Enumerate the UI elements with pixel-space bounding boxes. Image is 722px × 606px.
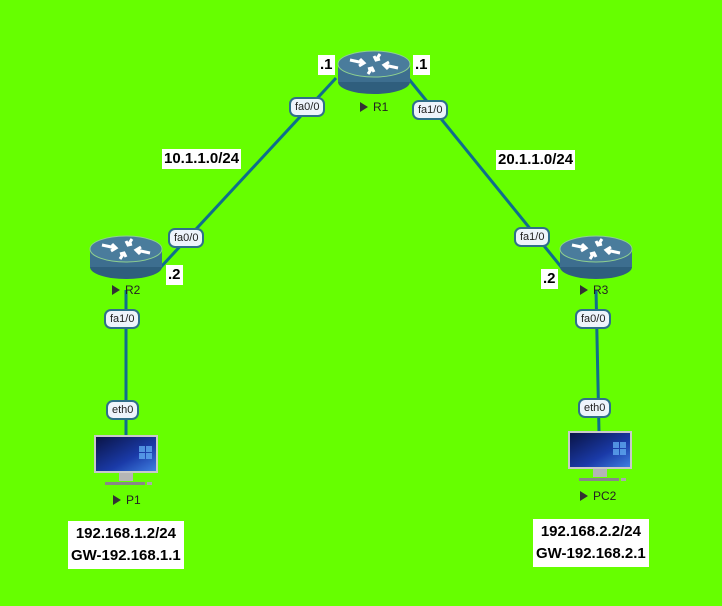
node-label-r3: R3	[580, 283, 608, 297]
network-label-right: 20.1.1.0/24	[496, 150, 576, 170]
iface-pc2-eth0[interactable]: eth0	[578, 398, 612, 418]
router-icon	[559, 235, 633, 279]
iface-p1-eth0[interactable]: eth0	[106, 400, 140, 420]
node-label-r2: R2	[112, 283, 140, 297]
iface-r3-fa1-0[interactable]: fa1/0	[514, 227, 551, 247]
host-gateway-pc2: GW-192.168.2.1	[536, 545, 646, 562]
play-icon	[580, 491, 588, 501]
network-label-left: 10.1.1.0/24	[162, 149, 242, 169]
play-icon	[112, 285, 120, 295]
router-icon	[337, 50, 411, 94]
iface-r1-fa1-0[interactable]: fa1/0	[412, 100, 449, 120]
play-icon	[113, 495, 121, 505]
host-tag-r2: .2	[166, 265, 183, 285]
node-label-r1: R1	[360, 100, 388, 114]
host-ip-pc2: 192.168.2.2/24	[540, 523, 641, 540]
pc-icon	[94, 435, 158, 485]
host-tag-r1-right: .1	[413, 55, 430, 75]
host-tag-r1-left: .1	[318, 55, 335, 75]
play-icon	[580, 285, 588, 295]
host-config-p1: 192.168.1.2/24 GW-192.168.1.1	[68, 521, 184, 569]
node-label-p1: P1	[113, 493, 141, 507]
pc-icon	[568, 431, 632, 481]
router-icon	[89, 235, 163, 279]
host-tag-r3: .2	[541, 269, 558, 289]
host-ip-p1: 192.168.1.2/24	[75, 525, 176, 542]
host-config-pc2: 192.168.2.2/24 GW-192.168.2.1	[533, 519, 649, 567]
node-label-pc2: PC2	[580, 489, 616, 503]
host-gateway-p1: GW-192.168.1.1	[71, 547, 181, 564]
iface-r2-fa1-0[interactable]: fa1/0	[104, 309, 141, 329]
play-icon	[360, 102, 368, 112]
iface-r1-fa0-0[interactable]: fa0/0	[289, 97, 326, 117]
iface-r3-fa0-0[interactable]: fa0/0	[575, 309, 612, 329]
iface-r2-fa0-0[interactable]: fa0/0	[168, 228, 205, 248]
